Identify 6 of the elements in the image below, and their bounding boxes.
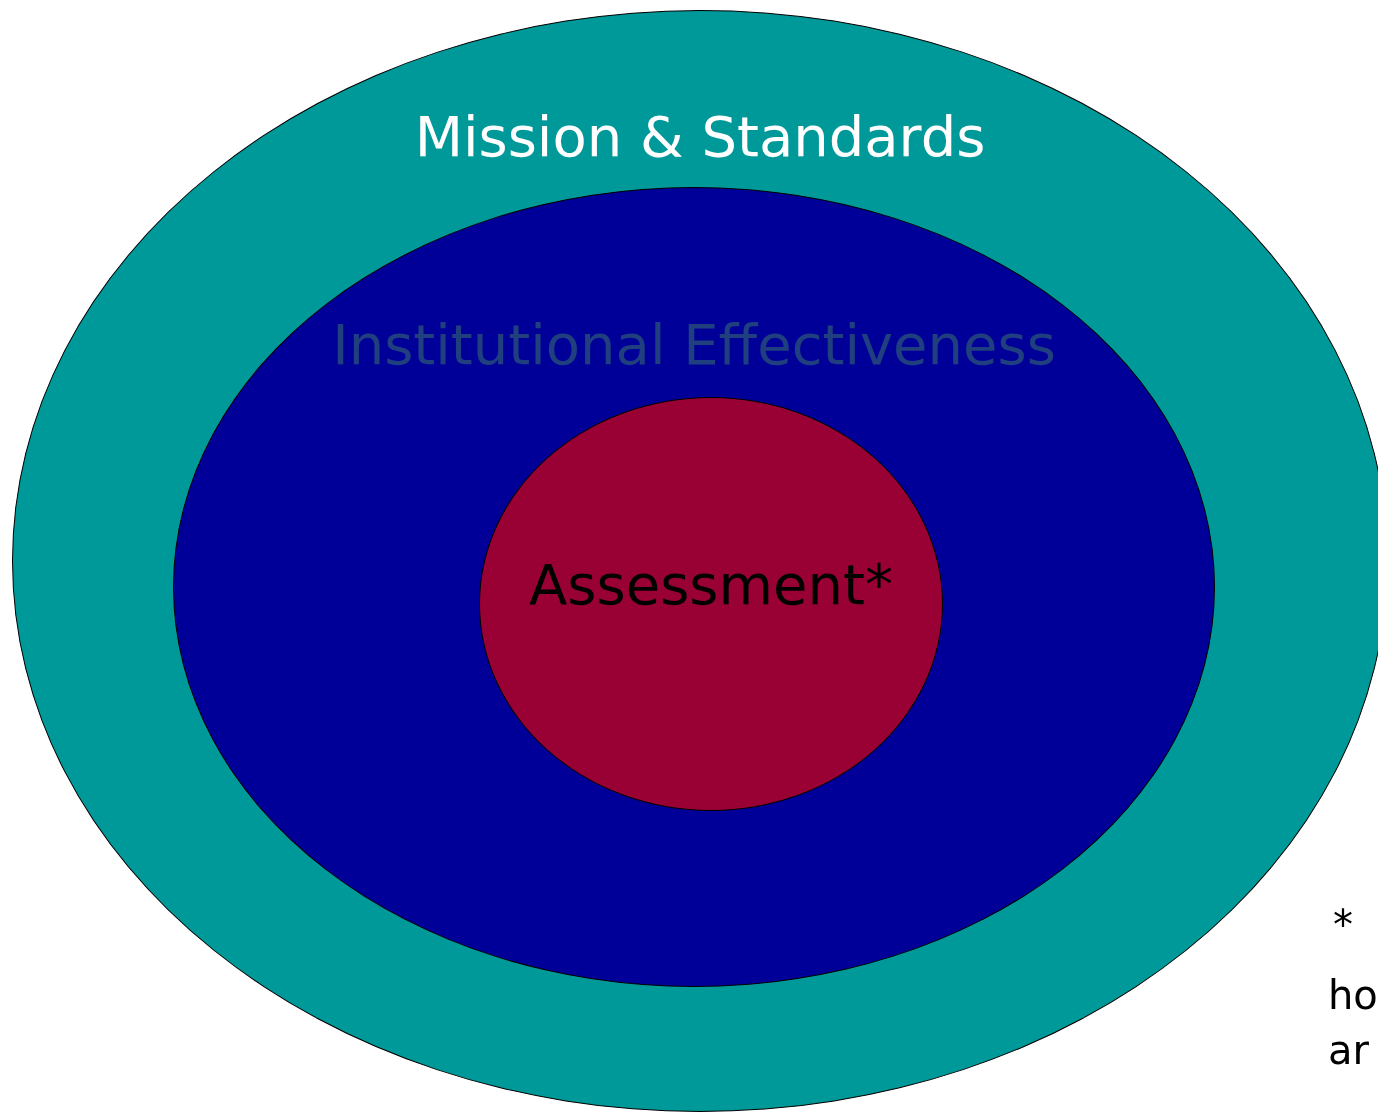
- footnote-text: *: [1333, 905, 1353, 945]
- ellipse-label: Mission & Standards: [414, 104, 986, 169]
- footnote-text: ho: [1328, 975, 1378, 1015]
- ellipse-label: Institutional Effectiveness: [332, 312, 1056, 377]
- footnote-text: ar: [1328, 1030, 1369, 1070]
- ellipse-label: Assessment*: [529, 552, 893, 617]
